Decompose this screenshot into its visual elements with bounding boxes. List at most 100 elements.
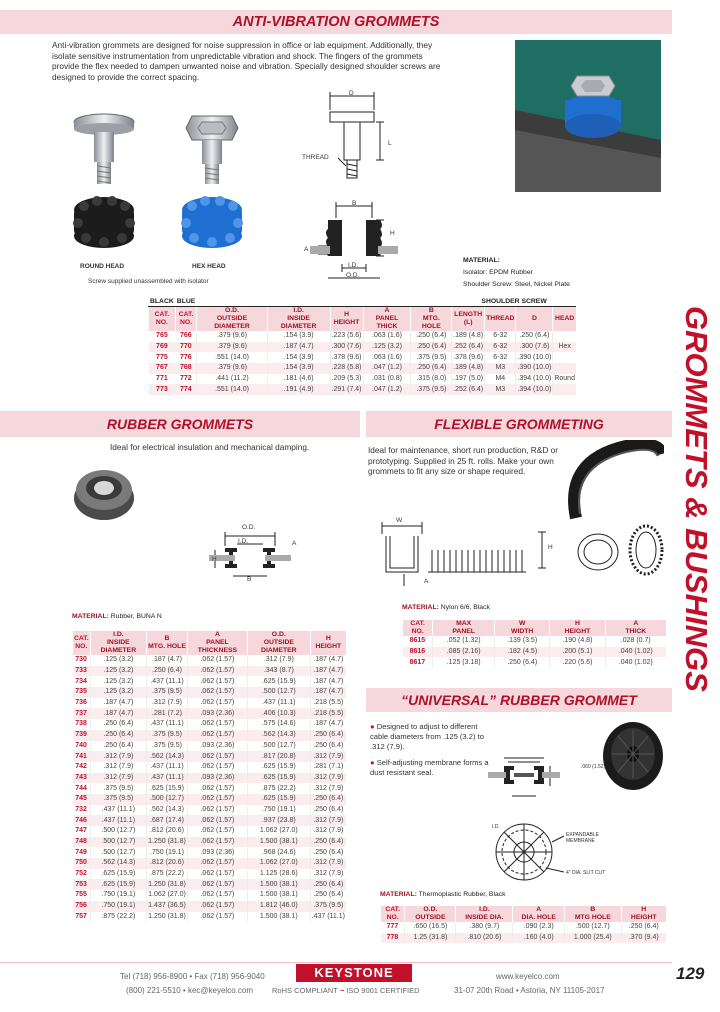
rubber-cell: .281 (7.1) <box>309 761 346 773</box>
rubber-cell: .218 (5.5) <box>309 697 346 709</box>
av-cell: .197 (5.0) <box>451 373 485 385</box>
av-cell: 773 <box>148 384 176 396</box>
rubber-cell: .625 (15.9) <box>246 676 311 688</box>
rubber-row: 757.875 (22.2)1.250 (31.8).062 (1.57)1.5… <box>73 911 346 923</box>
rubber-cell: .062 (1.57) <box>186 793 248 805</box>
flex-cell: .220 (5.6) <box>549 657 606 669</box>
rubber-cell: .500 (12.7) <box>146 793 188 805</box>
rubber-cell: .250 (6.4) <box>309 879 346 891</box>
rubber-cell: 1.500 (38.1) <box>246 879 311 891</box>
rubber-cell: .250 (6.4) <box>309 740 346 752</box>
rubber-row: 742.312 (7.9).437 (11.1).062 (1.57).625 … <box>73 761 346 773</box>
av-cell: .047 (1.2) <box>362 384 411 396</box>
rubber-cell: .312 (7.9) <box>89 751 147 762</box>
rubber-cell: 755 <box>75 891 87 899</box>
rubber-grommets-banner: RUBBER GROMMETS <box>0 411 360 437</box>
rubber-cell: .062 (1.57) <box>186 655 248 666</box>
av-cell <box>552 363 576 374</box>
av-cell: .375 (9.5) <box>410 352 452 364</box>
av-cell: .252 (6.4) <box>451 341 485 353</box>
rubber-cell: .250 (6.4) <box>146 665 188 677</box>
av-cell: .379 (9.6) <box>196 331 268 342</box>
rubber-cell: .250 (6.4) <box>309 804 346 816</box>
rubber-cell: 742 <box>75 763 87 771</box>
av-cell: 770 <box>175 341 197 353</box>
rubber-cell: .250 (6.4) <box>309 847 346 859</box>
av-cell <box>552 384 576 396</box>
rubber-cell: .575 (14.6) <box>246 719 311 730</box>
rubber-cell: .312 (7.9) <box>246 655 311 666</box>
flex-cell: .200 (5.1) <box>549 646 606 658</box>
rubber-cell: 757 <box>75 912 87 920</box>
flex-cell: .052 (1.32) <box>432 636 495 647</box>
ug-cut-label: 4" DIA. SLIT CUT <box>566 870 606 876</box>
rubber-cell: .093 (2.36) <box>186 847 248 859</box>
rubber-cell: 737 <box>72 708 91 720</box>
rubber-cell: .625 (15.9) <box>146 783 188 794</box>
rubber-cell: .062 (1.57) <box>186 783 248 794</box>
rubber-cell: .062 (1.57) <box>186 676 248 688</box>
av-cell: .441 (11.2) <box>196 373 268 385</box>
av-cell: .191 (4.9) <box>266 384 331 396</box>
rubber-cell: .187 (4.7) <box>309 719 346 730</box>
footer-web[interactable]: www.keyelco.com <box>496 972 560 981</box>
av-cell: .394 (10.0) <box>515 384 553 396</box>
shoulder-screw-diagram <box>329 92 384 179</box>
fg-h-label: H <box>548 544 553 551</box>
universal-cell: .650 (16.5) <box>404 922 456 933</box>
rubber-cell: .500 (12.7) <box>246 687 311 698</box>
flex-cell: 8617 <box>409 658 426 666</box>
rubber-cell: 1.500 (38.1) <box>246 890 311 901</box>
rubber-cell: .187 (4.7) <box>89 708 147 720</box>
rubber-cell: .812 (20.6) <box>146 858 188 869</box>
av-cell: 766 <box>179 332 192 340</box>
rubber-cell: .437 (11.1) <box>89 815 147 826</box>
rubber-row: 745.375 (9.5).500 (12.7).062 (1.57).625 … <box>72 793 346 805</box>
flexible-grommeting-photo <box>568 440 664 520</box>
av-cell: .250 (6.4) <box>410 331 452 342</box>
installed-grommet-photo <box>515 40 661 192</box>
rubber-cell: .500 (12.7) <box>89 847 147 859</box>
av-cell: 774 <box>175 384 197 396</box>
universal-cell: .810 (20.6) <box>455 932 513 944</box>
rubber-cell: .562 (14.3) <box>246 729 311 741</box>
universal-grommet-photo <box>603 722 663 790</box>
rg-od-label: O.D. <box>242 524 256 531</box>
rubber-cell: .062 (1.57) <box>186 687 248 698</box>
rubber-row: 750.562 (14.3).812 (20.6).062 (1.57)1.06… <box>72 858 346 869</box>
rubber-cell: .875 (22.2) <box>146 868 188 880</box>
rubber-cell: 743 <box>72 772 91 784</box>
av-cell: .181 (4.6) <box>266 373 331 385</box>
universal-bullet-2: ● Self-adjusting membrane forms a dust r… <box>370 758 489 777</box>
rubber-row: 738.250 (6.4).437 (11.1).062 (1.57).575 … <box>73 719 346 730</box>
keystone-logo: KEYSTONE <box>296 964 412 982</box>
av-cell: M3 <box>484 384 516 396</box>
hex-head-label: HEX HEAD <box>192 263 226 270</box>
page-title: ANTI-VIBRATION GROMMETS <box>232 14 440 30</box>
universal-col-header: I.D.INSIDE DIA. <box>455 906 513 922</box>
rubber-cell: .562 (14.3) <box>89 858 147 869</box>
rubber-cell: .187 (4.7) <box>89 697 147 709</box>
rubber-cell: .750 (19.1) <box>89 900 147 912</box>
footer-email: (800) 221-5510 • kec@keyelco.com <box>126 986 253 995</box>
rubber-row: 746.437 (11.1).687 (17.4).062 (1.57).937… <box>72 815 346 826</box>
rubber-cell: .500 (12.7) <box>89 836 147 848</box>
rubber-cell: 738 <box>75 720 87 728</box>
rubber-cell: .093 (2.36) <box>186 708 248 720</box>
rubber-cell: .312 (7.9) <box>309 826 346 837</box>
av-cell: .154 (3.9) <box>266 352 331 364</box>
flex-cell: 8616 <box>402 646 433 658</box>
flex-cell: .139 (3.5) <box>494 636 550 647</box>
rubber-row: 753.625 (15.9)1.250 (31.8).062 (1.57)1.5… <box>72 879 346 891</box>
universal-bullet-1: ● Designed to adjust to different cable … <box>370 722 484 751</box>
rubber-cell: 1.062 (27.0) <box>146 890 188 901</box>
rubber-cell: .437 (11.1) <box>146 772 188 784</box>
flex-desc: Ideal for maintenance, short run product… <box>368 445 559 476</box>
thread-label: THREAD <box>302 154 329 161</box>
rubber-col-header: CAT.NO. <box>72 631 91 655</box>
universal-cell: 1.25 (31.8) <box>404 932 456 944</box>
footer-compliance: RoHS COMPLIANT ~ ISO 9001 CERTIFIED <box>272 986 420 995</box>
av-cell <box>552 331 576 342</box>
